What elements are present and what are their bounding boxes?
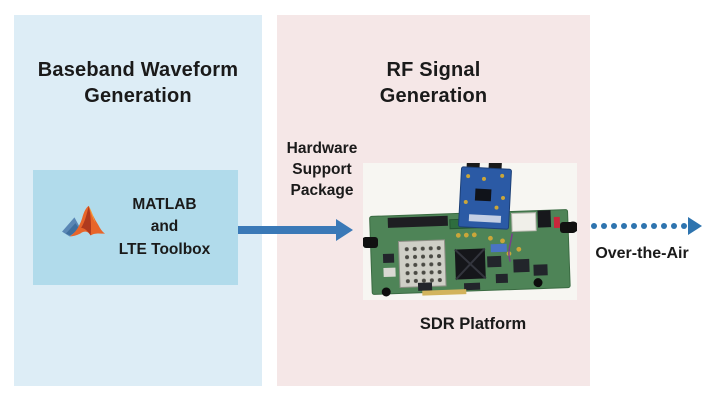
ota-dot	[631, 223, 637, 229]
ota-dots	[591, 223, 687, 229]
ota-dot	[601, 223, 607, 229]
matlab-lte-toolbox-box: MATLAB and LTE Toolbox	[33, 170, 238, 285]
ota-dot	[661, 223, 667, 229]
ota-dot	[591, 223, 597, 229]
matlab-logo-icon	[61, 204, 107, 251]
ota-dot	[671, 223, 677, 229]
over-the-air-label: Over-the-Air	[595, 245, 689, 262]
ota-dot	[621, 223, 627, 229]
ota-dot	[611, 223, 617, 229]
ota-arrow-head-icon	[688, 217, 702, 235]
left-panel-title: Baseband Waveform Generation	[37, 59, 239, 107]
solid-arrow-shaft	[238, 226, 338, 234]
matlab-lte-toolbox-label: MATLAB and LTE Toolbox	[118, 195, 211, 258]
right-panel-title: RF Signal Generation	[379, 59, 488, 107]
ota-dot	[641, 223, 647, 229]
baseband-generation-panel: Baseband Waveform Generation MATLAB and …	[14, 15, 262, 386]
ota-dot	[681, 223, 687, 229]
ota-dot	[651, 223, 657, 229]
solid-arrow-head-icon	[336, 219, 353, 241]
hardware-support-package-label: Hardware Support Package	[286, 140, 358, 199]
sdr-platform-label: SDR Platform	[419, 315, 527, 333]
sdr-board-photo	[363, 163, 577, 300]
